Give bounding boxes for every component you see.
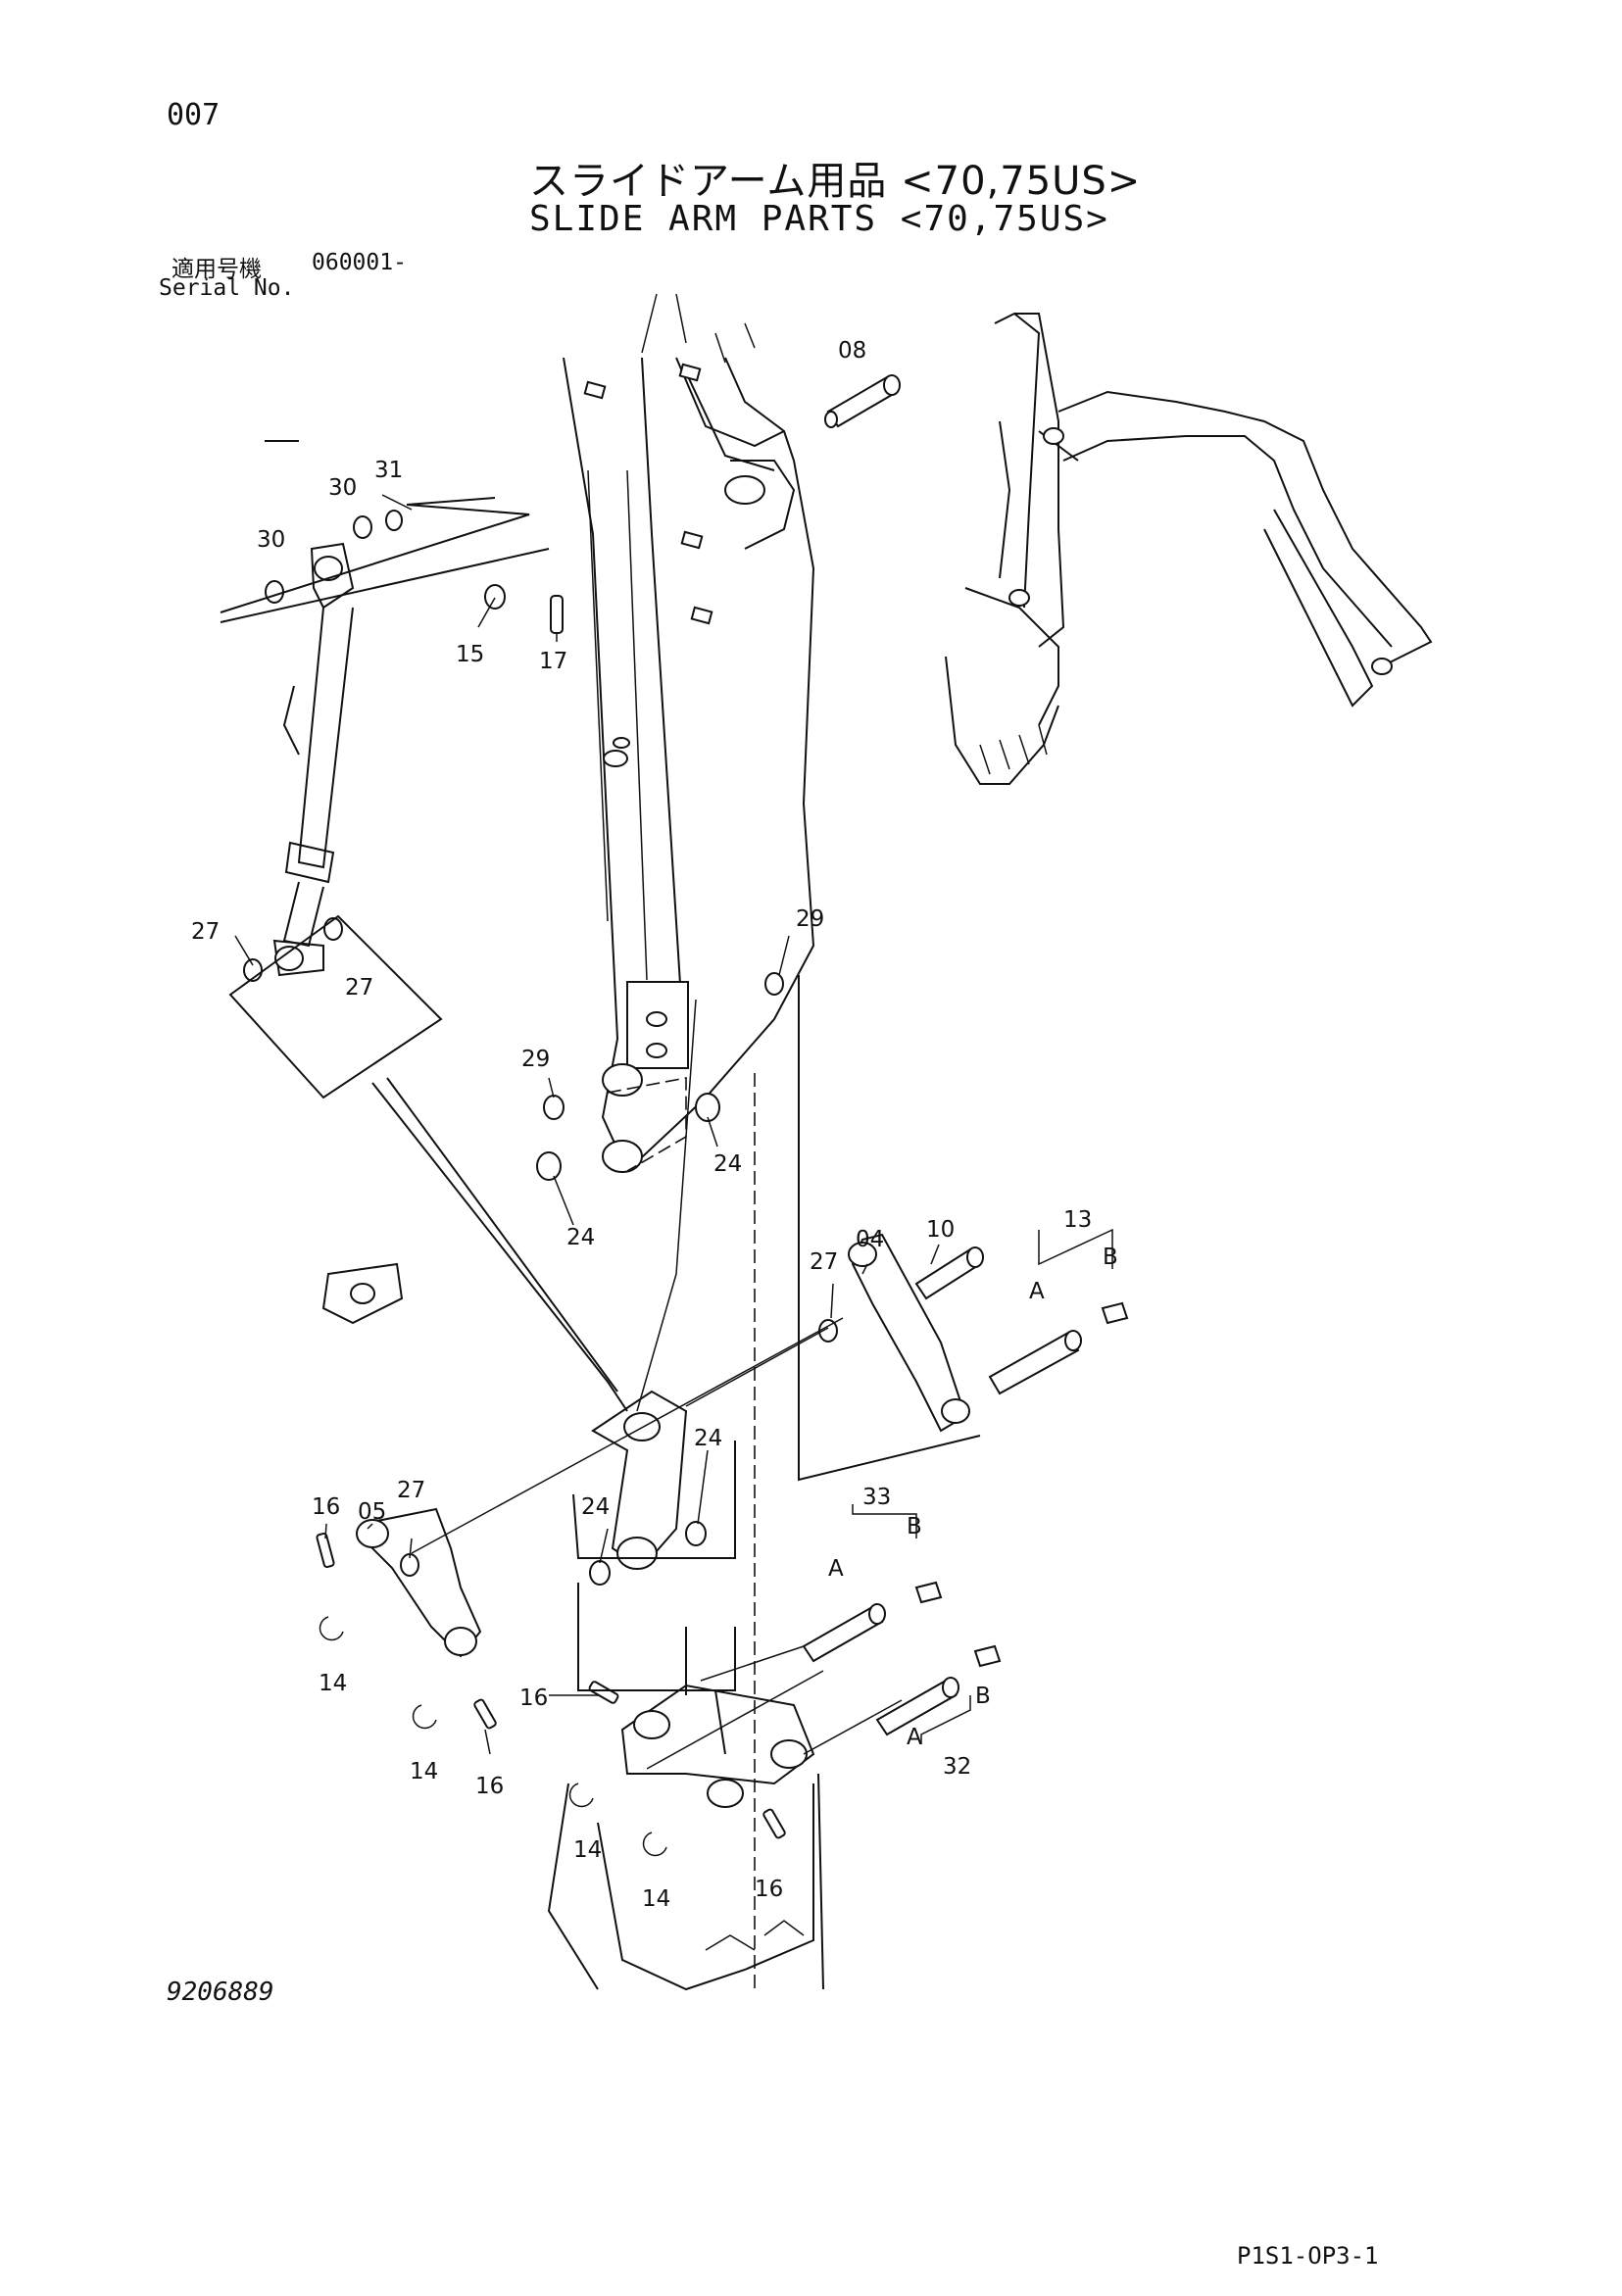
page-title-english: SLIDE ARM PARTS <70,75US> (529, 199, 1109, 239)
callout-16a: 16 (312, 1494, 340, 1520)
pins-and-washers (243, 374, 1129, 1857)
callout-14a: 14 (319, 1671, 347, 1696)
page-code: P1S1-OP3-1 (1237, 2242, 1379, 2270)
page-number: 007 (167, 98, 221, 132)
callout-30b: 30 (257, 527, 285, 553)
page-title-japanese: スライドアーム用品 <70,75US> (529, 159, 1142, 204)
callout-33-a: A (828, 1556, 844, 1582)
callout-33-b: B (907, 1514, 922, 1539)
callout-13-a: A (1029, 1279, 1045, 1304)
callout-27d: 27 (397, 1478, 425, 1503)
callout-24c: 24 (694, 1426, 722, 1451)
callout-04: 04 (856, 1227, 884, 1252)
callout-32: 32 (943, 1754, 971, 1780)
callout-05: 05 (358, 1499, 386, 1525)
callout-32-a: A (907, 1725, 922, 1750)
drawing-number: 9206889 (167, 1978, 274, 2007)
arm-body-illustration (563, 293, 815, 1173)
callout-27c: 27 (810, 1249, 838, 1275)
callout-15: 15 (456, 642, 484, 667)
callout-14d: 14 (642, 1886, 670, 1912)
callout-14c: 14 (573, 1837, 602, 1863)
callout-16c: 16 (519, 1685, 548, 1711)
callout-29b: 29 (521, 1047, 550, 1072)
callout-leaders (234, 494, 940, 1755)
callout-13: 13 (1063, 1207, 1092, 1233)
overview-inset-illustration (945, 312, 1433, 785)
callout-17: 17 (539, 649, 567, 674)
callout-33: 33 (862, 1485, 891, 1510)
callout-08: 08 (838, 338, 866, 364)
guide-lines (220, 497, 1113, 1989)
callout-13-b: B (1103, 1245, 1118, 1270)
callout-27a: 27 (191, 919, 220, 945)
callout-24a: 24 (713, 1151, 742, 1177)
callout-16d: 16 (755, 1877, 783, 1902)
callout-31: 31 (374, 458, 403, 483)
callout-24b: 24 (566, 1225, 595, 1250)
callout-10: 10 (926, 1217, 955, 1243)
callout-30a: 30 (328, 475, 357, 501)
slide-cylinder-illustration (265, 440, 355, 977)
callout-labels: 08 30 31 30 15 17 27 27 29 29 24 24 10 1… (191, 338, 1118, 1912)
callout-32-b: B (975, 1684, 991, 1709)
serial-number-value: 060001- (312, 250, 407, 275)
serial-label-japanese: 適用号機 (172, 257, 262, 282)
callout-24d: 24 (581, 1494, 610, 1520)
bucket-link-illustration (321, 999, 970, 1991)
callout-14b: 14 (410, 1759, 438, 1784)
callout-29a: 29 (796, 906, 824, 932)
callout-16b: 16 (475, 1774, 504, 1799)
serial-label-english: Serial No. (159, 275, 295, 301)
callout-27b: 27 (345, 975, 373, 1001)
